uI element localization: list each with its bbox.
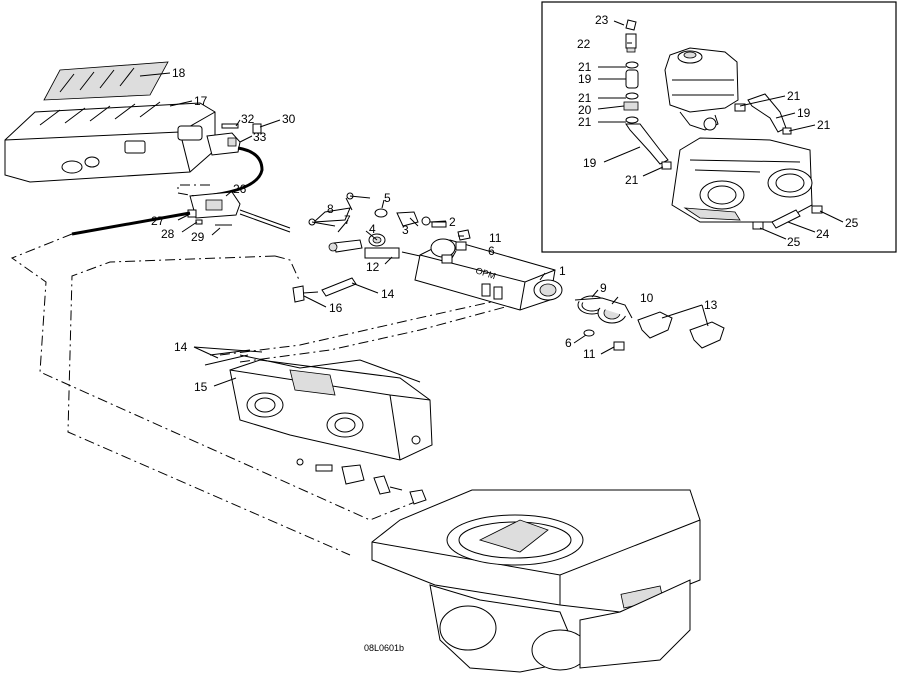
label-21: 21 bbox=[817, 118, 831, 132]
harness-route-right bbox=[274, 255, 301, 283]
label-6: 6 bbox=[488, 244, 495, 258]
engine-block bbox=[371, 489, 701, 673]
ecm-module bbox=[4, 101, 216, 183]
label-10: 10 bbox=[640, 291, 654, 305]
fitting-16 bbox=[292, 285, 319, 303]
inset-hose-assembly bbox=[623, 19, 823, 230]
airbox-cover bbox=[43, 61, 169, 101]
label-21: 21 bbox=[578, 115, 592, 129]
label-2: 2 bbox=[449, 215, 456, 229]
label-4: 4 bbox=[369, 222, 376, 236]
label-7: 7 bbox=[344, 213, 351, 227]
label-14: 14 bbox=[381, 287, 395, 301]
label-16: 16 bbox=[329, 301, 343, 315]
label-28: 28 bbox=[161, 227, 175, 241]
label-20: 20 bbox=[578, 103, 592, 117]
label-25: 25 bbox=[787, 235, 801, 249]
label-30: 30 bbox=[282, 112, 296, 126]
label-18: 18 bbox=[172, 66, 186, 80]
label-21: 21 bbox=[578, 91, 592, 105]
harness-connector bbox=[71, 191, 291, 236]
main-leaders bbox=[139, 72, 709, 387]
label-29: 29 bbox=[191, 230, 205, 244]
label-27: 27 bbox=[151, 214, 165, 228]
label-1: 1 bbox=[559, 264, 566, 278]
label-12: 12 bbox=[366, 260, 380, 274]
label-21: 21 bbox=[625, 173, 639, 187]
sensor-chain bbox=[296, 458, 427, 505]
label-5: 5 bbox=[384, 191, 391, 205]
throttle-body bbox=[204, 349, 433, 461]
hose-14 bbox=[321, 277, 357, 297]
label-26: 26 bbox=[233, 182, 247, 196]
label-13: 13 bbox=[704, 298, 718, 312]
label-14: 14 bbox=[174, 340, 188, 354]
label-11: 11 bbox=[489, 231, 502, 245]
label-23: 23 bbox=[595, 13, 609, 27]
label-17: 17 bbox=[194, 94, 208, 108]
engine-inset bbox=[671, 137, 813, 223]
label-3: 3 bbox=[402, 223, 409, 237]
harness-route-dashed bbox=[177, 184, 210, 197]
label-19: 19 bbox=[797, 106, 811, 120]
label-15: 15 bbox=[194, 380, 208, 394]
label-19: 19 bbox=[578, 72, 592, 86]
inset-frame bbox=[541, 1, 897, 253]
label-25: 25 bbox=[845, 216, 859, 230]
label-6: 6 bbox=[565, 336, 572, 350]
seals-and-clamps bbox=[574, 295, 725, 351]
label-32: 32 bbox=[241, 112, 255, 126]
oil-tank bbox=[664, 47, 739, 131]
label-19: 19 bbox=[583, 156, 597, 170]
vacuum-line bbox=[219, 299, 501, 356]
label-21: 21 bbox=[787, 89, 801, 103]
injector-parts bbox=[308, 192, 471, 264]
vacuum-line-2 bbox=[239, 302, 521, 363]
label-24: 24 bbox=[816, 227, 830, 241]
label-22: 22 bbox=[577, 37, 591, 51]
label-9: 9 bbox=[600, 281, 607, 295]
inset-leaders bbox=[597, 20, 844, 240]
label-33: 33 bbox=[253, 130, 267, 144]
drawing-code: 08L0601b bbox=[364, 643, 404, 653]
sensor-connector bbox=[204, 123, 264, 198]
label-11: 11 bbox=[583, 347, 596, 361]
harness-route-inner bbox=[67, 255, 351, 556]
harness-route-left bbox=[10, 233, 421, 521]
label-8: 8 bbox=[327, 202, 334, 216]
label-21: 21 bbox=[578, 60, 592, 74]
